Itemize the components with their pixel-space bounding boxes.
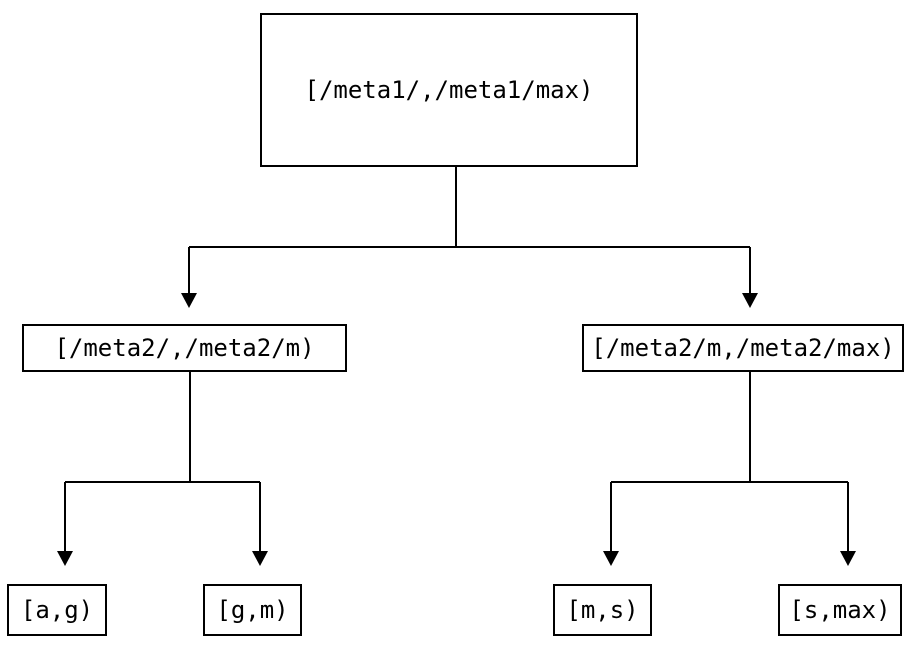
tree-node-leaf-gm-label: [g,m) (216, 596, 289, 624)
edge-root-to-children (188, 167, 751, 294)
tree-node-leaf-ag-label: [a,g) (20, 596, 94, 624)
tree-node-leaf-ms: [m,s) (553, 584, 652, 636)
tree-node-leaf-ms-label: [m,s) (566, 596, 639, 624)
arrow-down-icon (742, 293, 758, 308)
tree-node-root: [/meta1/,/meta1/max) (260, 13, 638, 167)
edge-left-to-leaves (64, 372, 261, 552)
tree-node-left-label: [/meta2/,/meta2/m) (54, 334, 315, 362)
arrow-down-icon (181, 293, 197, 308)
arrow-down-icon (840, 551, 856, 566)
tree-node-left: [/meta2/,/meta2/m) (22, 324, 347, 372)
arrowhead-icons (57, 293, 856, 566)
tree-node-leaf-smax-label: [s,max) (789, 596, 891, 624)
arrow-down-icon (57, 551, 73, 566)
tree-node-leaf-ag: [a,g) (7, 584, 107, 636)
arrow-down-icon (252, 551, 268, 566)
tree-node-root-label: [/meta1/,/meta1/max) (304, 76, 594, 104)
tree-node-right: [/meta2/m,/meta2/max) (582, 324, 904, 372)
tree-node-right-label: [/meta2/m,/meta2/max) (591, 334, 895, 362)
tree-node-leaf-smax: [s,max) (778, 584, 902, 636)
arrow-down-icon (603, 551, 619, 566)
edge-right-to-leaves (610, 372, 849, 552)
tree-node-leaf-gm: [g,m) (203, 584, 302, 636)
